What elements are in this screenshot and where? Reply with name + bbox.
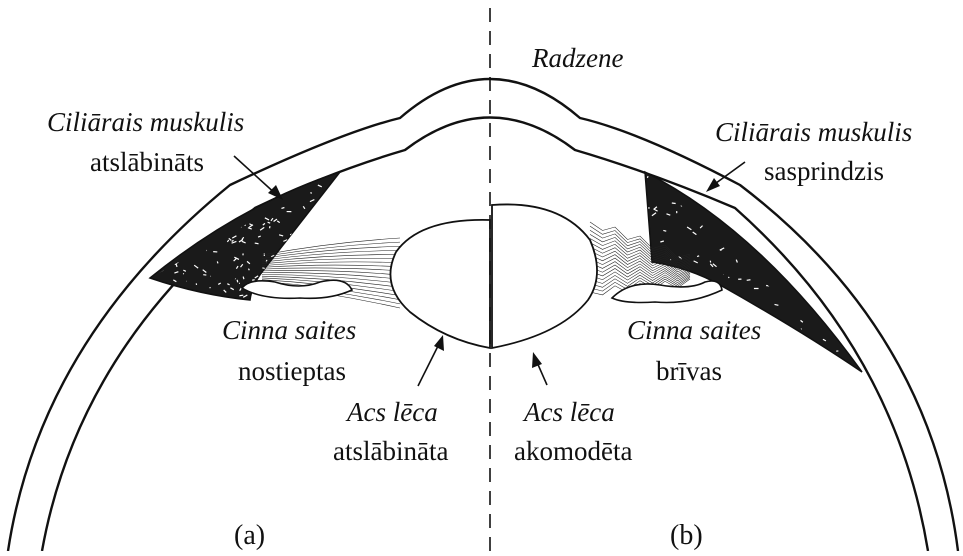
label-left-muscle-title: Ciliārais muskulis bbox=[47, 107, 244, 137]
label-left-zonule-state: nostieptas bbox=[238, 356, 346, 386]
label-panel-b: (b) bbox=[670, 520, 703, 551]
lens-right-accommodated bbox=[492, 204, 597, 348]
label-left-muscle-state: atslābināts bbox=[90, 147, 204, 177]
label-right-lens-title: Acs lēca bbox=[522, 397, 615, 427]
label-right-lens-state: akomodēta bbox=[514, 436, 632, 466]
label-right-zonule-state: brīvas bbox=[656, 356, 722, 386]
label-left-lens-state: atslābināta bbox=[333, 436, 448, 466]
ciliary-process-right bbox=[612, 281, 722, 303]
arrow-left-lens bbox=[418, 335, 444, 386]
arrow-right-lens bbox=[532, 352, 547, 385]
label-right-muscle-title: Ciliārais muskulis bbox=[715, 117, 912, 147]
ciliary-process-left bbox=[242, 280, 352, 298]
label-panel-a: (a) bbox=[234, 520, 265, 551]
label-right-muscle-state: sasprindzis bbox=[764, 156, 884, 186]
lens-left-relaxed bbox=[390, 220, 490, 348]
label-left-lens-title: Acs lēca bbox=[345, 397, 438, 427]
arrow-right-muscle bbox=[706, 162, 745, 192]
label-left-zonule-title: Cinna saites bbox=[222, 315, 356, 345]
label-cornea: Radzene bbox=[531, 43, 623, 73]
label-right-zonule-title: Cinna saites bbox=[627, 315, 761, 345]
arrow-left-muscle bbox=[234, 156, 283, 200]
